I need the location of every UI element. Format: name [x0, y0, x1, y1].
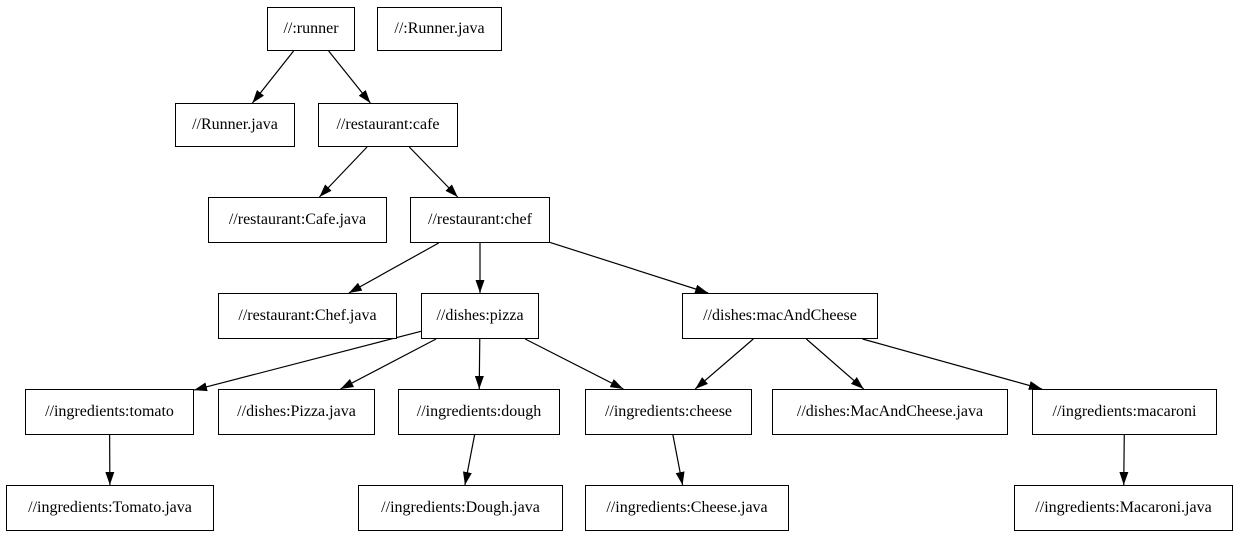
graph-node-chef_java: //restaurant:Chef.java — [218, 293, 397, 339]
graph-node-cafe: //restaurant:cafe — [318, 103, 458, 147]
graph-node-macaroni_java: //ingredients:Macaroni.java — [1014, 485, 1233, 531]
graph-node-dough_java: //ingredients:Dough.java — [358, 485, 563, 531]
graph-node-tomato: //ingredients:tomato — [25, 389, 194, 435]
graph-edge-cafe-to-cafe_java — [318, 146, 368, 198]
graph-edge-mac_and_cheese-to-mac_and_cheese_java — [805, 338, 865, 390]
graph-node-tomato_java: //ingredients:Tomato.java — [6, 485, 214, 531]
graph-edge-pizza-to-pizza_java — [340, 338, 437, 390]
graph-edge-pizza-to-tomato — [193, 330, 422, 392]
graph-edge-macaroni-to-macaroni_java — [1119, 434, 1129, 486]
graph-edge-dough-to-dough_java — [462, 434, 476, 486]
graph-node-runner_java: //Runner.java — [175, 103, 295, 147]
graph-node-pizza: //dishes:pizza — [421, 293, 539, 339]
graph-node-mac_and_cheese: //dishes:macAndCheese — [682, 293, 878, 339]
graph-edge-cheese-to-cheese_java — [672, 434, 685, 486]
graph-edge-mac_and_cheese-to-cheese — [694, 338, 754, 390]
graph-node-cheese_java: //ingredients:Cheese.java — [585, 485, 789, 531]
graph-edge-chef-to-chef_java — [348, 242, 439, 294]
graph-node-mac_and_cheese_java: //dishes:MacAndCheese.java — [772, 389, 1008, 435]
graph-edge-pizza-to-cheese — [524, 338, 624, 390]
graph-node-runner: //:runner — [267, 7, 355, 51]
graph-edge-runner-to-runner_java — [251, 50, 295, 104]
graph-node-chef: //restaurant:chef — [410, 197, 550, 243]
graph-node-cafe_java: //restaurant:Cafe.java — [208, 197, 387, 243]
graph-edge-cafe-to-chef — [408, 146, 459, 198]
graph-edge-pizza-to-dough — [474, 338, 484, 390]
graph-edge-chef-to-mac_and_cheese — [549, 241, 709, 294]
graph-node-pizza_java: //dishes:Pizza.java — [218, 389, 375, 435]
graph-node-cheese: //ingredients:cheese — [585, 389, 752, 435]
graph-node-runner_java_root: //:Runner.java — [377, 7, 502, 51]
graph-edge-runner-to-cafe — [328, 50, 371, 104]
graph-node-dough: //ingredients:dough — [398, 389, 560, 435]
graph-node-macaroni: //ingredients:macaroni — [1032, 389, 1217, 435]
graph-edge-mac_and_cheese-to-macaroni — [862, 338, 1043, 390]
